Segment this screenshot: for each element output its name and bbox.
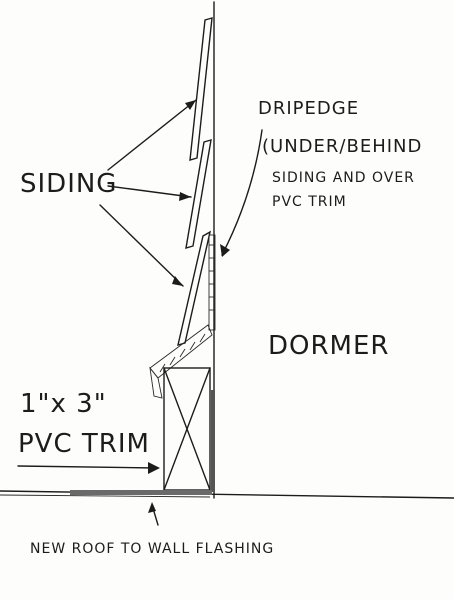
flashing-label: NEW ROOF TO WALL FLASHING: [30, 541, 274, 557]
trim-material-label: PVC TRIM: [18, 429, 150, 459]
dripedge-note-1: (UNDER/BEHIND: [262, 136, 422, 157]
drip-cap-piece: [149, 324, 213, 399]
pvc-trim-box: [163, 367, 215, 492]
siding-boards: [177, 17, 213, 346]
dripedge-strip: [208, 234, 216, 331]
trim-size-label: 1"x 3": [20, 389, 107, 419]
dripedge-note-3: PVC TRIM: [272, 194, 347, 210]
dripedge-label: DRIPEDGE: [258, 98, 359, 119]
flashing-arrow: [148, 502, 159, 526]
trim-arrow: [17, 462, 160, 474]
dripedge-note-2: SIDING AND OVER: [272, 170, 415, 186]
dormer-label: DORMER: [268, 331, 389, 361]
siding-label: SIDING: [20, 169, 117, 199]
dripedge-arrow: [220, 129, 263, 257]
siding-arrows: [99, 99, 197, 287]
flashing-strip: [70, 490, 212, 495]
roof-line-lower: [0, 494, 211, 498]
roof-line: [0, 490, 454, 499]
